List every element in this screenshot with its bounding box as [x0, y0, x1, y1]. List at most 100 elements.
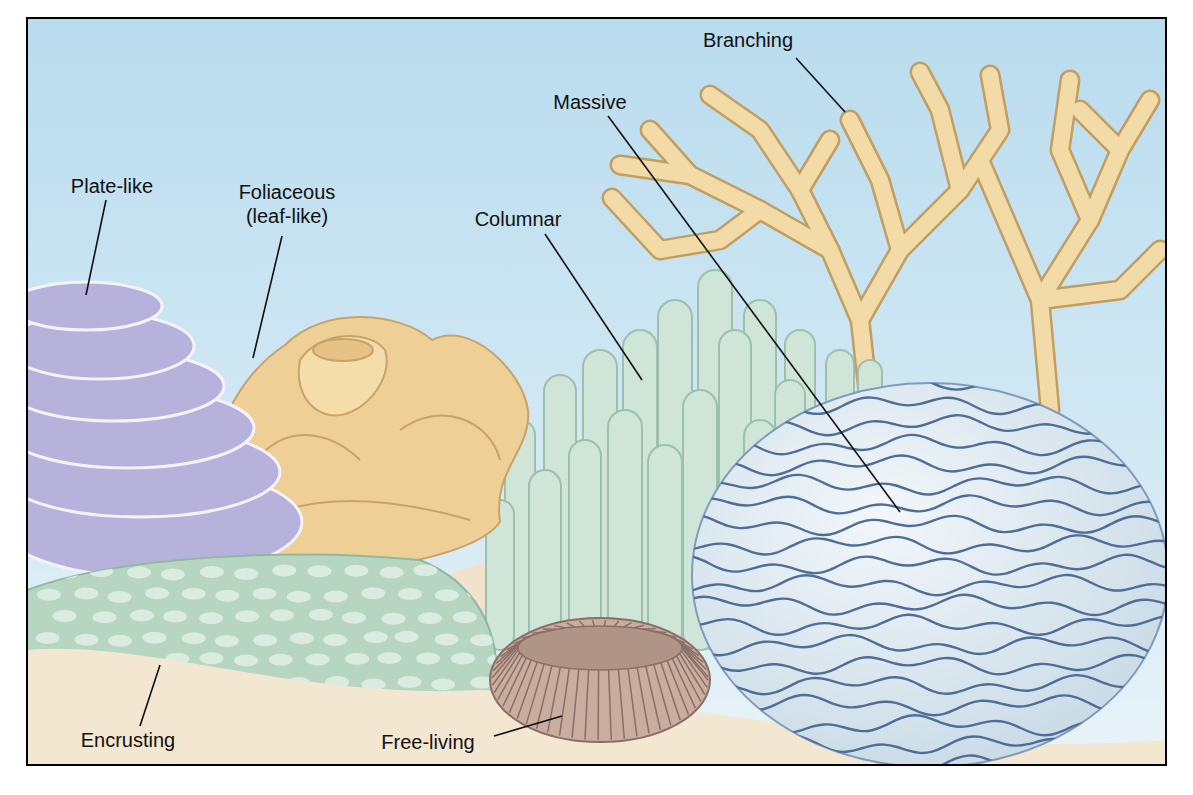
brain-groove [680, 575, 1166, 595]
part-label: Columnar [443, 207, 593, 231]
septum-line [526, 664, 544, 724]
encrusting-polyp [272, 564, 296, 576]
septum-line [654, 665, 671, 726]
encrusting-polyp [287, 591, 311, 603]
septum-line [646, 666, 661, 730]
encrusting-polyp [364, 631, 388, 643]
septum-line [681, 651, 707, 688]
brain-groove [680, 455, 1166, 475]
encrusting-polyp [418, 612, 442, 624]
encrusting-polyp [270, 609, 294, 621]
leader-line [253, 236, 282, 358]
encrusting-polyp [485, 566, 509, 578]
part-label: Plate-like [37, 174, 187, 198]
septum-line [492, 647, 518, 678]
part-label: Free-living [353, 730, 503, 754]
septum-line [667, 661, 688, 715]
encrusting-polyp [161, 568, 185, 580]
septum-line [604, 620, 605, 626]
encrusting-polyp [522, 610, 546, 622]
encrusting-polyp [435, 633, 459, 645]
septum-line [592, 620, 594, 626]
encrusting-polyp [74, 587, 98, 599]
encrusting-polyp [130, 610, 154, 622]
leader-line [545, 234, 642, 380]
brain-groove [680, 555, 1166, 575]
septum-line [628, 669, 637, 737]
free-living-coral [490, 618, 710, 742]
encrusting-polyp [361, 587, 385, 599]
encrusting-polyp [342, 612, 366, 624]
brain-groove [680, 595, 1166, 615]
coral-plate [27, 282, 162, 330]
septum-line [618, 669, 624, 738]
septum-line [682, 647, 708, 677]
encrusting-polyp [163, 610, 187, 622]
brain-groove [680, 714, 1166, 735]
septum-line [585, 670, 589, 740]
encrusting-polyp [53, 610, 77, 622]
encrusting-polyp [309, 609, 333, 621]
encrusting-polyp [451, 653, 475, 665]
encrusting-polyp [234, 654, 258, 666]
brain-groove [680, 755, 1166, 765]
encrusting-polyp [235, 610, 259, 622]
brain-groove [680, 415, 1166, 435]
septum-line [572, 669, 579, 738]
encrusting-polyp [505, 586, 529, 598]
brain-groove [680, 515, 1166, 535]
encrusting-polyp [234, 568, 258, 580]
brain-groove [680, 736, 1166, 755]
encrusting-polyp [435, 589, 459, 601]
brain-groove [680, 375, 1166, 395]
brain-groove [680, 655, 1166, 674]
encrusting-polyp [36, 632, 60, 644]
encrusting-polyp [306, 653, 330, 665]
coral-column [608, 410, 642, 650]
brain-groove [680, 495, 1166, 515]
leader-line [86, 200, 106, 295]
brain-groove [680, 635, 1166, 655]
encrusting-polyp [252, 588, 276, 600]
encrusting-polyp [324, 590, 348, 602]
septum-line [614, 621, 619, 626]
septum-line [493, 645, 519, 671]
encrusting-polyp [199, 612, 223, 624]
part-label: Massive [520, 90, 660, 114]
septum-line [494, 653, 519, 693]
encrusting-polyp [142, 632, 166, 644]
septum-line [681, 644, 707, 669]
encrusting-polyp [253, 634, 277, 646]
encrusting-polyp [398, 676, 422, 688]
encrusting-polyp [431, 678, 455, 690]
septum-line [579, 621, 584, 626]
encrusting-polyp [269, 654, 293, 666]
septum-line [560, 668, 570, 735]
brain-groove [680, 395, 1166, 414]
septum-line [597, 670, 599, 740]
encrusting-polyp [107, 591, 131, 603]
encrusting-polyp [413, 564, 437, 576]
brain-groove [680, 435, 1166, 455]
encrusting-polyp [89, 565, 113, 577]
encrusting-polyp [380, 566, 404, 578]
encrusting-polyp [199, 652, 223, 664]
encrusting-polyp [395, 631, 419, 643]
encrusting-polyp [416, 652, 440, 664]
coral-column [648, 445, 682, 650]
encrusting-polyp [526, 565, 550, 577]
encrusting-polyp [345, 653, 369, 665]
encrusting-polyp [92, 611, 116, 623]
frame [27, 18, 1166, 765]
brain-groove [680, 475, 1166, 495]
encrusting-polyp [215, 590, 239, 602]
leader-lines [86, 58, 900, 736]
encrusting-polyp [74, 634, 98, 646]
branching-coral [612, 72, 1160, 410]
leader-line [608, 116, 900, 512]
leader-line [140, 665, 160, 726]
encrusting-polyp [454, 569, 478, 581]
encrusting-polyp [145, 587, 169, 599]
